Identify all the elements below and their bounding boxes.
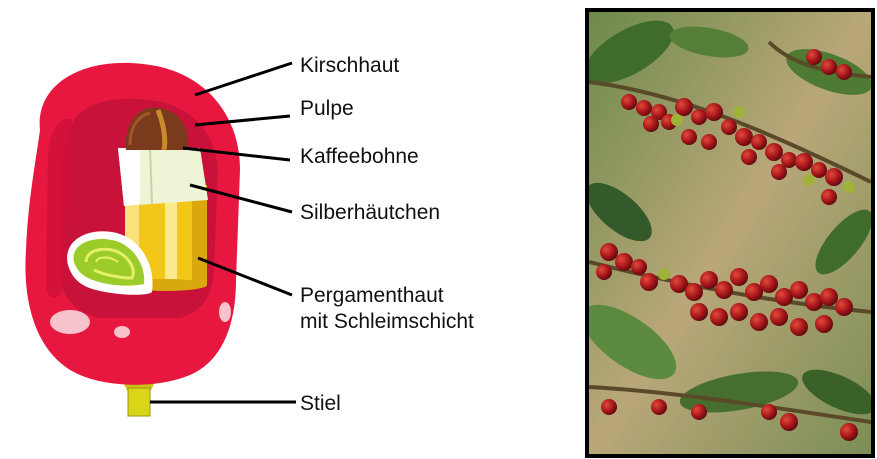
- label-stiel: Stiel: [300, 392, 341, 416]
- coffee-cherry-diagram: [0, 0, 580, 459]
- label-kirschhaut: Kirschhaut: [300, 54, 399, 78]
- label-schleimschicht: mit Schleimschicht: [300, 310, 474, 334]
- highlight: [219, 302, 231, 322]
- label-pulpe: Pulpe: [300, 97, 354, 121]
- highlight: [50, 310, 90, 334]
- coffee-cherries-photo-frame: [585, 8, 875, 458]
- highlight: [114, 326, 130, 338]
- silverskin-layer: [118, 148, 208, 206]
- label-silberhaeutchen: Silberhäutchen: [300, 201, 440, 225]
- coffee-cherries-photo: [589, 12, 871, 454]
- label-kaffeebohne: Kaffeebohne: [300, 145, 419, 169]
- label-pergamenthaut: Pergamenthaut: [300, 284, 444, 308]
